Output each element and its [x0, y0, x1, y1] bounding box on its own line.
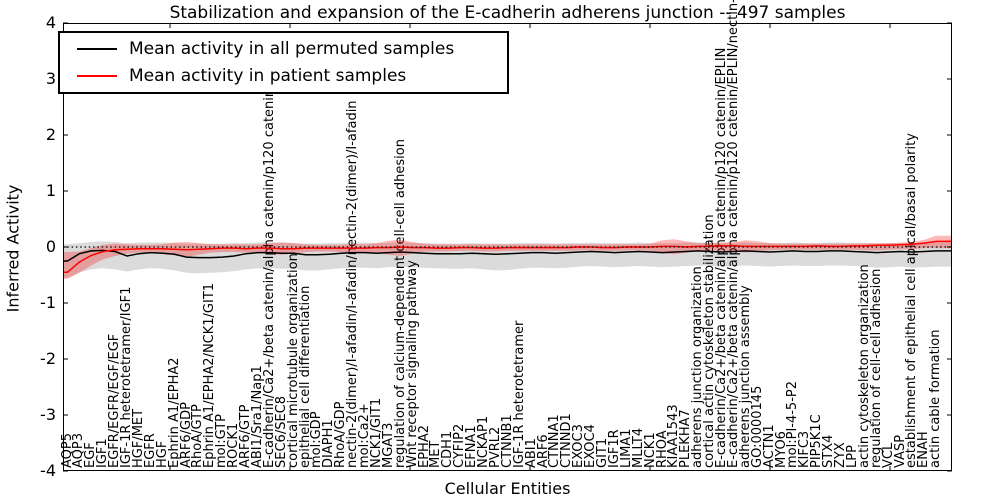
- y-tick-label: -3: [40, 405, 56, 424]
- chart-title: Stabilization and expansion of the E-cad…: [169, 3, 846, 23]
- y-tick-label: -2: [40, 349, 56, 368]
- patient-line-sample: [77, 74, 117, 77]
- permuted-mean-line: [63, 249, 952, 262]
- legend-entry: Mean activity in patient samples: [60, 66, 507, 86]
- y-tick-label: -4: [40, 461, 56, 480]
- legend-label: Mean activity in all permuted samples: [129, 39, 455, 60]
- y-tick-label: 2: [45, 125, 56, 144]
- y-tick-label: 4: [45, 13, 56, 32]
- x-axis-label: Cellular Entities: [444, 479, 571, 498]
- permuted-line-sample: [77, 48, 117, 51]
- y-tick-label: -1: [40, 293, 56, 312]
- chart-canvas: [63, 22, 952, 472]
- y-tick-label: 1: [45, 181, 56, 200]
- legend-label: Mean activity in patient samples: [129, 65, 407, 86]
- y-tick-label: 3: [45, 69, 56, 88]
- permuted-band: [63, 241, 952, 278]
- legend-entry: Mean activity in all permuted samples: [60, 39, 507, 59]
- y-tick-label: 0: [45, 237, 56, 256]
